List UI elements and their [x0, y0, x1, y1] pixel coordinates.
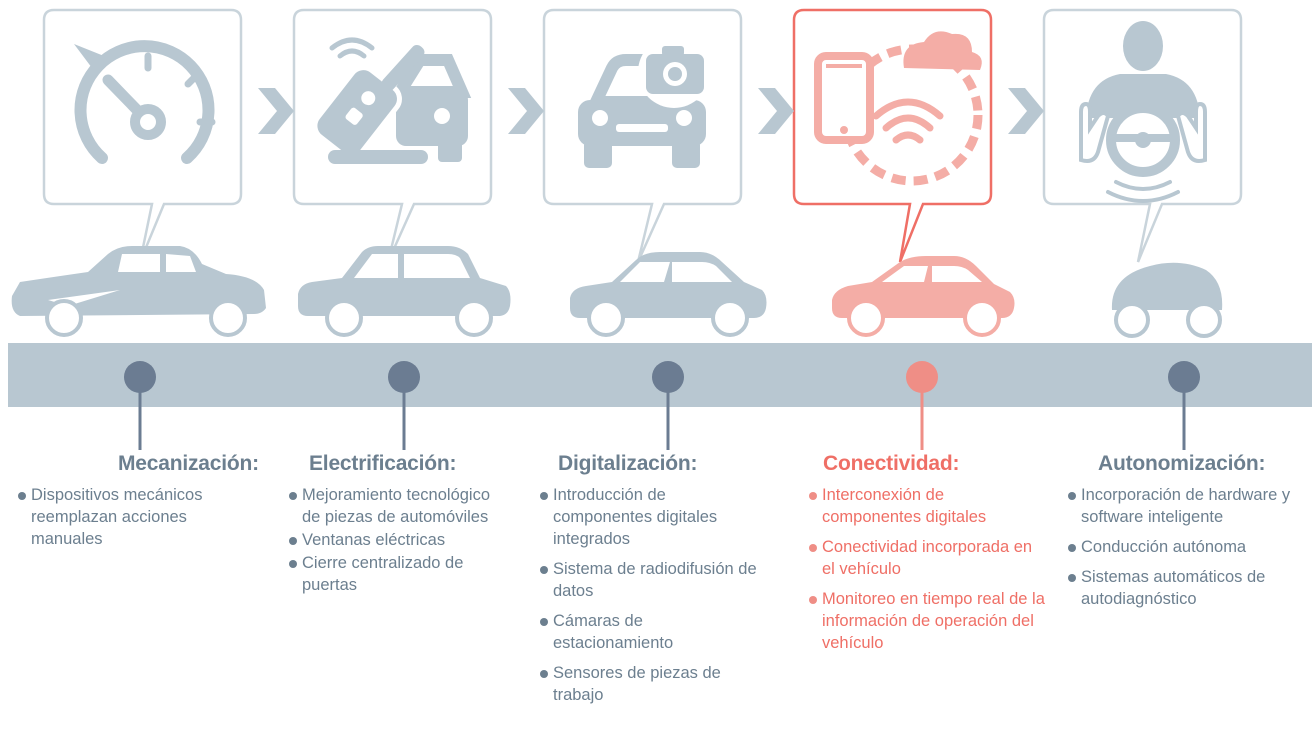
stage-autonomizacion: Autonomización: Incorporación de hardwar…	[1068, 452, 1312, 618]
list-item: Introducción de componentes digitales in…	[540, 484, 723, 550]
bubble-autonomizacion	[1042, 8, 1243, 263]
electric-key-fob-icon	[312, 37, 472, 164]
stage-title: Autonomización:	[1098, 452, 1266, 475]
bubble-conectividad	[792, 8, 993, 263]
modern-car-icon	[570, 252, 767, 337]
list-item: Interconexión de componentes digitales	[809, 484, 1012, 528]
bubble-electrificacion	[292, 8, 493, 263]
stage-title: Digitalización:	[558, 452, 698, 475]
list-item: Conectividad incorporada en el vehículo	[809, 536, 1047, 580]
chevron-right-icon	[1008, 88, 1044, 134]
bubble-mecanizacion	[42, 8, 243, 263]
timeline-marker-mecanizacion	[124, 361, 156, 450]
timeline-marker-conectividad	[906, 361, 938, 450]
bubble-digitalizacion	[542, 8, 743, 263]
chevron-right-icon	[758, 88, 794, 134]
list-item: Sensores de piezas de trabajo	[540, 662, 723, 706]
list-item: Incorporación de hardware y software int…	[1068, 484, 1291, 528]
stage-digitalizacion: Digitalización: Introducción de componen…	[540, 452, 790, 714]
list-item: Ventanas eléctricas	[289, 529, 499, 551]
list-item: Cierre centralizado de puertas	[289, 552, 499, 596]
stage-mecanizacion: Mecanización: Dispositivos mecánicos ree…	[18, 452, 268, 558]
stage-title: Electrificación:	[309, 452, 457, 475]
chevron-right-icon	[258, 88, 294, 134]
list-item: Sistema de radiodifusión de datos	[540, 558, 775, 602]
stage-items: Introducción de componentes digitales in…	[540, 484, 775, 706]
stage-electrificacion: Electrificación: Mejoramiento tecnológic…	[289, 452, 539, 597]
stage-title: Conectividad:	[823, 452, 960, 475]
sedan-car-icon	[298, 246, 511, 337]
list-item: Dispositivos mecánicos reemplazan accion…	[18, 484, 221, 550]
speedometer-icon	[74, 40, 216, 164]
timeline-marker-electrificacion	[388, 361, 420, 450]
stage-conectividad: Conectividad: Interconexión de component…	[809, 452, 1059, 662]
stage-items: Interconexión de componentes digitales C…	[809, 484, 1049, 654]
car-camera-icon	[578, 36, 710, 168]
list-item: Cámaras de estacionamiento	[540, 610, 723, 654]
list-item: Monitoreo en tiempo real de la informaci…	[809, 588, 1052, 654]
list-item: Sistemas automáticos de autodiagnóstico	[1068, 566, 1276, 610]
timeline-marker-autonomizacion	[1168, 361, 1200, 450]
phone-cloud-wifi-icon	[814, 31, 983, 186]
autonomous-driver-icon	[1079, 21, 1207, 203]
connected-car-icon	[832, 256, 1015, 337]
stage-items: Mejoramiento tecnológico de piezas de au…	[289, 484, 499, 596]
list-item: Mejoramiento tecnológico de piezas de au…	[289, 484, 499, 528]
stage-items: Dispositivos mecánicos reemplazan accion…	[18, 484, 248, 550]
stage-items: Incorporación de hardware y software int…	[1068, 484, 1304, 610]
list-item: Conducción autónoma	[1068, 536, 1304, 558]
classic-car-icon	[11, 246, 266, 337]
stage-title: Mecanización:	[118, 452, 259, 475]
chevron-right-icon	[508, 88, 544, 134]
timeline-marker-digitalizacion	[652, 361, 684, 450]
autonomous-pod-icon	[1111, 262, 1223, 338]
